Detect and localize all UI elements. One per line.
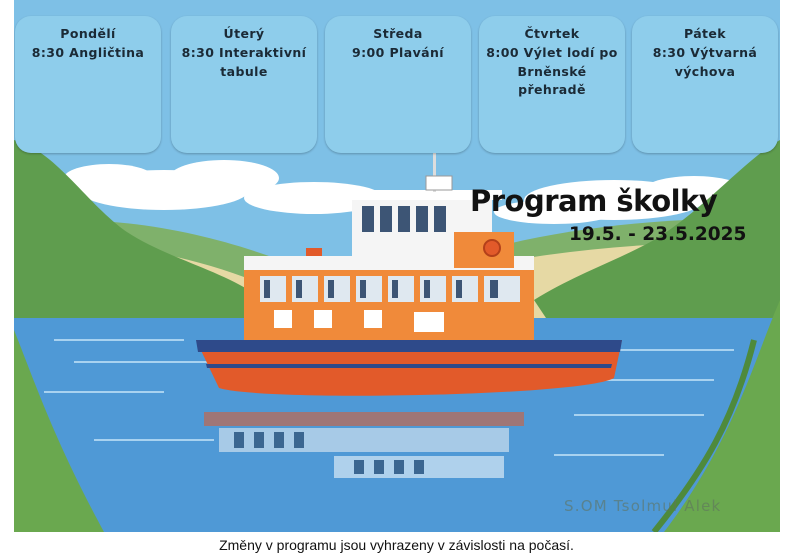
ferry-boat	[196, 150, 622, 396]
footer-note: Změny v programu jsou vyhrazeny v závisl…	[219, 537, 574, 553]
schedule-card-thursday: Čtvrtek 8:00 Výlet lodí po Brněnské přeh…	[479, 16, 625, 153]
left-hills	[14, 140, 264, 330]
day-activity: 8:30 Interaktivní tabule	[181, 44, 307, 79]
left-bank	[14, 330, 104, 532]
day-name: Čtvrtek	[524, 26, 580, 41]
day-name: Úterý	[223, 26, 265, 41]
program-dates: 19.5. - 23.5.2025	[569, 224, 747, 245]
day-name: Pátek	[683, 26, 727, 41]
watermark: S.OM Tsolmul Alek	[564, 497, 722, 515]
day-name: Pondělí	[60, 26, 116, 41]
schedule-card-tuesday: Úterý 8:30 Interaktivní tabule	[171, 16, 317, 153]
boat-reflection	[204, 412, 524, 478]
right-hills	[534, 140, 780, 330]
day-activity: 8:30 Výtvarná výchova	[652, 44, 758, 79]
day-activity: 9:00 Plavání	[352, 44, 444, 60]
program-title: Program školky	[470, 184, 718, 218]
right-bank	[664, 300, 780, 532]
day-activity: 8:00 Výlet lodí po Brněnské přehradě	[486, 44, 618, 98]
clouds	[64, 160, 744, 224]
poster: Pondělí 8:30 Angličtina Úterý 8:30 Inter…	[14, 0, 780, 532]
day-activity: 8:30 Angličtina	[31, 44, 145, 60]
water-ripples	[44, 339, 734, 456]
schedule-card-wednesday: Středa 9:00 Plavání	[325, 16, 471, 153]
day-name: Středa	[373, 26, 423, 41]
schedule-card-monday: Pondělí 8:30 Angličtina	[15, 16, 161, 153]
schedule-card-friday: Pátek 8:30 Výtvarná výchova	[632, 16, 778, 153]
